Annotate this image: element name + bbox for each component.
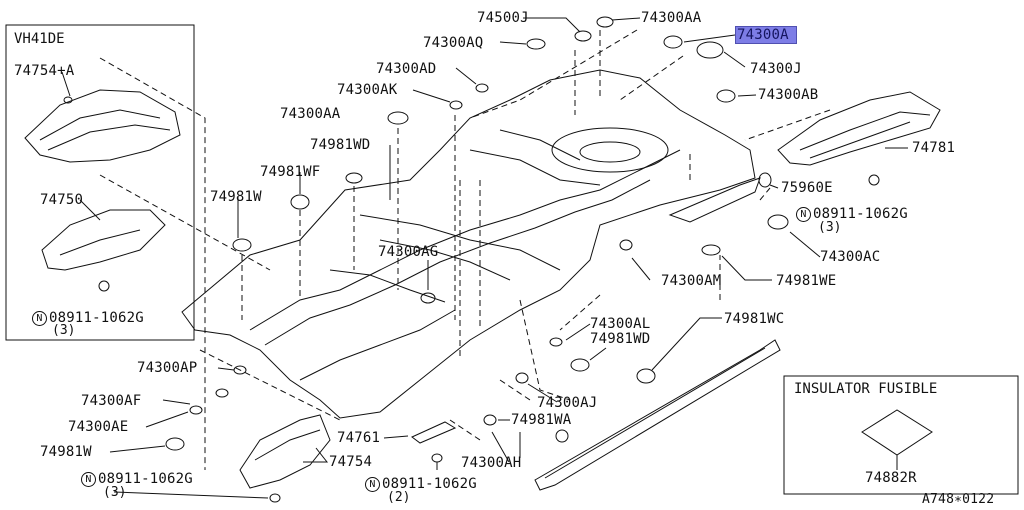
part-label-74300AK[interactable]: 74300AK [337, 82, 398, 98]
part-label-74981W-top[interactable]: 74981W [210, 189, 262, 205]
part-label-74754[interactable]: 74754 [329, 454, 373, 470]
insulator-74781 [777, 91, 941, 166]
part-label-74750[interactable]: 74750 [40, 192, 84, 208]
engine-box-title: VH41DE [14, 31, 65, 47]
part-label-74300AQ[interactable]: 74300AQ [423, 35, 484, 51]
insulator-box [783, 375, 1019, 495]
part-label-74882R[interactable]: 74882R [865, 470, 917, 486]
part-label-74300AA-left[interactable]: 74300AA [280, 106, 341, 122]
bolt-qty-right: (3) [818, 220, 842, 235]
part-label-74300AD[interactable]: 74300AD [376, 61, 437, 77]
nut-symbol-icon: N [365, 477, 380, 492]
part-label-74300AF[interactable]: 74300AF [81, 393, 142, 409]
part-label-74981WC[interactable]: 74981WC [724, 311, 785, 327]
part-label-74300J[interactable]: 74300J [750, 61, 802, 77]
part-label-74981WA[interactable]: 74981WA [511, 412, 572, 428]
bolt-qty-bottom-left: (3) [103, 485, 127, 500]
part-label-74300AJ[interactable]: 74300AJ [537, 395, 598, 411]
insulator-box-title: INSULATOR FUSIBLE [794, 381, 938, 397]
part-label-74754A[interactable]: 74754+A [14, 63, 75, 79]
bolt-qty-engine-box: (3) [52, 323, 76, 338]
part-label-74300AB[interactable]: 74300AB [758, 87, 819, 103]
nut-symbol-icon: N [32, 311, 47, 326]
part-label-74300AM[interactable]: 74300AM [661, 273, 722, 289]
part-label-74300AC[interactable]: 74300AC [820, 249, 881, 265]
sill-insulator [534, 339, 781, 491]
insulator-74754A [24, 89, 181, 163]
part-label-74300AP[interactable]: 74300AP [137, 360, 198, 376]
part-label-74981WE[interactable]: 74981WE [776, 273, 837, 289]
part-label-74981WD-top[interactable]: 74981WD [310, 137, 371, 153]
floor-panel [181, 69, 756, 419]
bolt-part-number: 08911-1062G [813, 206, 908, 222]
nut-symbol-icon: N [796, 207, 811, 222]
bolt-part-number: 08911-1062G [49, 310, 144, 326]
fusible-diamond [861, 409, 933, 456]
insulator-74754 [239, 414, 331, 489]
bolt-part-number: 08911-1062G [382, 476, 477, 492]
part-label-74781[interactable]: 74781 [912, 140, 956, 156]
part-label-74300AG[interactable]: 74300AG [378, 244, 439, 260]
part-label-74300AE[interactable]: 74300AE [68, 419, 129, 435]
part-label-74300A-highlighted[interactable]: 74300A [735, 26, 797, 44]
part-label-74981W-bottom[interactable]: 74981W [40, 444, 92, 460]
nut-symbol-icon: N [81, 472, 96, 487]
engine-variant-box [5, 24, 195, 341]
bolt-qty-bottom-center: (2) [387, 490, 411, 505]
part-label-74981WF[interactable]: 74981WF [260, 164, 321, 180]
part-label-74300AL[interactable]: 74300AL [590, 316, 651, 332]
bolt-part-number: 08911-1062G [98, 471, 193, 487]
part-label-74300AA-top[interactable]: 74300AA [641, 10, 702, 26]
floor-tunnel [249, 149, 681, 331]
part-label-75960E[interactable]: 75960E [781, 180, 833, 196]
part-label-74500J[interactable]: 74500J [477, 10, 529, 26]
insulator-74750 [41, 209, 166, 271]
part-label-74981WD-mid[interactable]: 74981WD [590, 331, 651, 347]
part-label-74761[interactable]: 74761 [337, 430, 381, 446]
part-label-74300AH[interactable]: 74300AH [461, 455, 522, 471]
catalog-code: A748∗0122 [922, 492, 995, 507]
